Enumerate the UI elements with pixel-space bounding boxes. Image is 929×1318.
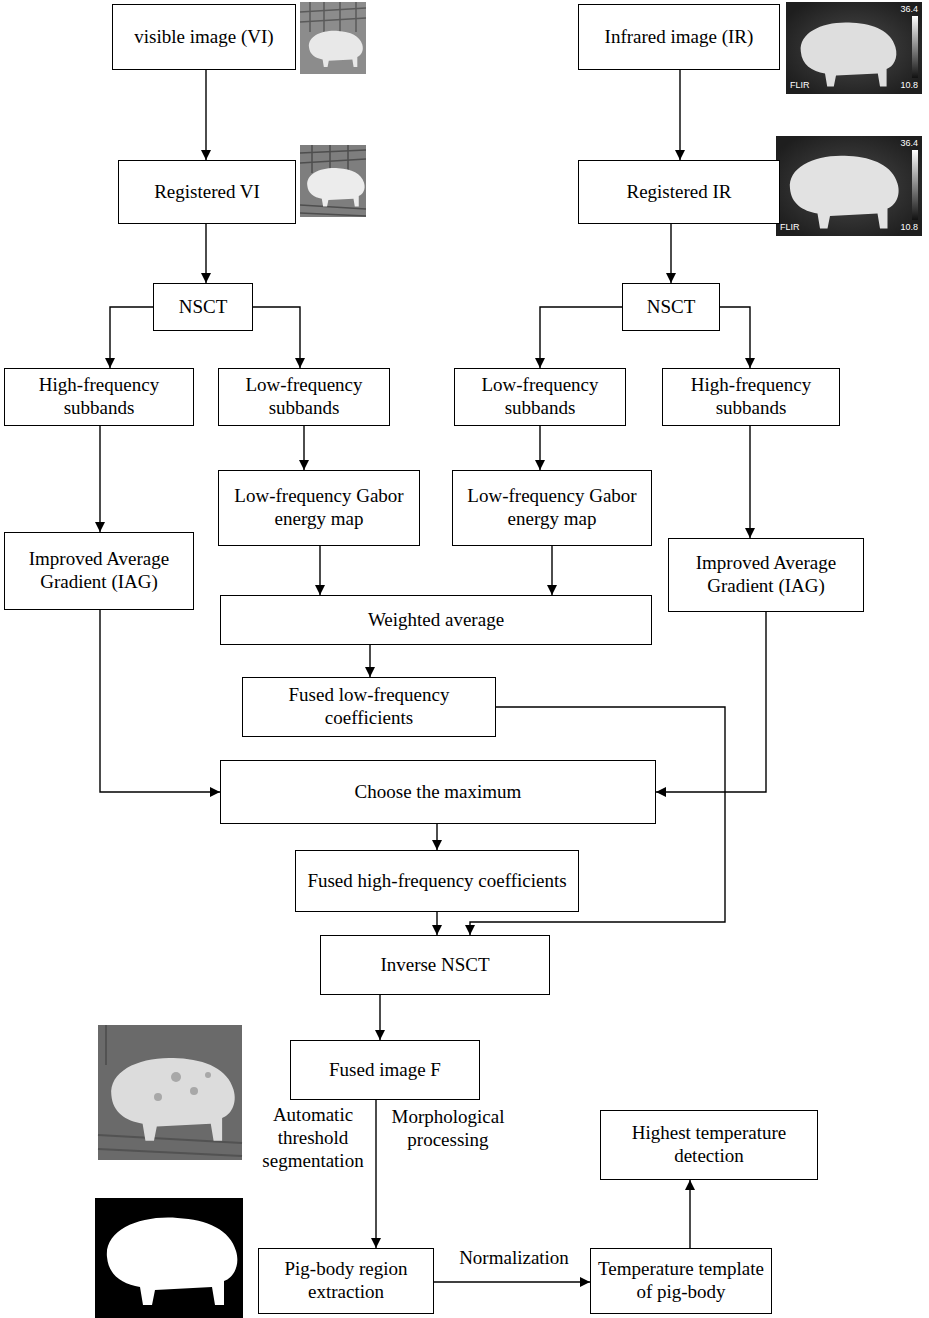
flow-arrow xyxy=(369,645,370,677)
box-text: Choose the maximum xyxy=(355,781,522,804)
process-box: Low-frequency subbands xyxy=(218,368,390,426)
infrared-photo xyxy=(786,2,922,94)
thermal-scale-label: FLIR xyxy=(790,80,820,91)
box-text: Fused low-frequency coefficients xyxy=(250,684,488,730)
box-text: Infrared image (IR) xyxy=(605,26,754,49)
thermal-scale-label: 36.4 xyxy=(888,138,918,149)
box-text: Fused high-frequency coefficients xyxy=(307,870,566,893)
flow-arrow xyxy=(670,224,671,283)
flow-arrow xyxy=(100,610,220,792)
flow-arrow xyxy=(99,426,100,532)
flow-arrow xyxy=(749,426,750,538)
process-box: Highest temperature detection xyxy=(600,1110,818,1180)
thermal-scale-label: 36.4 xyxy=(888,4,918,15)
box-text: Registered VI xyxy=(154,181,260,204)
box-text: Registered IR xyxy=(626,181,731,204)
flow-arrow xyxy=(539,426,540,470)
thermal-scale-label: FLIR xyxy=(780,222,810,233)
flow-arrow xyxy=(375,1100,376,1248)
box-text: visible image (VI) xyxy=(134,26,273,49)
process-box: visible image (VI) xyxy=(112,4,296,70)
box-text: Fused image F xyxy=(329,1059,441,1082)
process-box: Fused high-frequency coefficients xyxy=(295,850,579,912)
box-text: Pig-body region extraction xyxy=(266,1258,426,1304)
process-box: Weighted average xyxy=(220,595,652,645)
process-box: Low-frequency subbands xyxy=(454,368,626,426)
box-text: Improved Average Gradient (IAG) xyxy=(676,552,856,598)
process-box: Low-frequency Gabor energy map xyxy=(218,470,420,546)
mask-image xyxy=(95,1198,243,1318)
step-label: Morphological processing xyxy=(382,1106,514,1152)
flow-arrow xyxy=(434,1281,590,1282)
process-box: Improved Average Gradient (IAG) xyxy=(4,532,194,610)
flow-arrow xyxy=(720,307,750,368)
process-box: High-frequency subbands xyxy=(662,368,840,426)
process-box: High-frequency subbands xyxy=(4,368,194,426)
box-text: Improved Average Gradient (IAG) xyxy=(12,548,186,594)
box-text: Low-frequency subbands xyxy=(462,374,618,420)
visible-photo xyxy=(300,2,366,74)
process-box: Choose the maximum xyxy=(220,760,656,824)
edge-label: Normalization xyxy=(440,1247,588,1270)
process-box: Registered VI xyxy=(118,160,296,224)
box-text: High-frequency subbands xyxy=(12,374,186,420)
box-text: High-frequency subbands xyxy=(670,374,832,420)
process-box: Infrared image (IR) xyxy=(578,4,780,70)
box-text: NSCT xyxy=(179,296,228,319)
process-box: Registered IR xyxy=(578,160,780,224)
box-text: Inverse NSCT xyxy=(380,954,489,977)
process-box: Temperature template of pig-body xyxy=(590,1248,772,1314)
flow-arrow xyxy=(205,70,206,160)
box-text: NSCT xyxy=(647,296,696,319)
flow-arrow xyxy=(689,1180,690,1248)
box-text: Highest temperature detection xyxy=(608,1122,810,1168)
flow-arrow xyxy=(110,307,153,368)
registered-infrared-photo xyxy=(776,136,922,236)
edge-label: Automatic threshold segmentation xyxy=(254,1104,372,1172)
process-box: Improved Average Gradient (IAG) xyxy=(668,538,864,612)
box-text: Low-frequency Gabor energy map xyxy=(460,485,644,531)
process-box: Inverse NSCT xyxy=(320,935,550,995)
process-box: NSCT xyxy=(153,283,253,331)
flow-arrow xyxy=(379,995,380,1040)
thermal-scale-label: 10.8 xyxy=(888,222,918,233)
process-box: Pig-body region extraction xyxy=(258,1248,434,1314)
flow-arrow xyxy=(253,307,300,368)
box-text: Weighted average xyxy=(368,609,504,632)
flow-arrow xyxy=(436,824,437,850)
process-box: NSCT xyxy=(622,283,720,331)
process-box: Fused low-frequency coefficients xyxy=(242,677,496,737)
flow-arrow xyxy=(436,912,437,935)
thermal-scale-label: 10.8 xyxy=(888,80,918,91)
fused-photo xyxy=(98,1025,242,1160)
flow-arrow xyxy=(319,546,320,595)
flow-arrow xyxy=(656,612,766,792)
flow-arrow xyxy=(303,426,304,470)
process-box: Fused image F xyxy=(290,1040,480,1100)
flow-arrow xyxy=(551,546,552,595)
process-box: Low-frequency Gabor energy map xyxy=(452,470,652,546)
flow-arrow xyxy=(205,224,206,283)
flow-arrow xyxy=(679,70,680,160)
box-text: Temperature template of pig-body xyxy=(598,1258,764,1304)
flow-arrow xyxy=(540,307,622,368)
registered-visible-photo xyxy=(300,145,366,217)
box-text: Low-frequency subbands xyxy=(226,374,382,420)
box-text: Low-frequency Gabor energy map xyxy=(226,485,412,531)
